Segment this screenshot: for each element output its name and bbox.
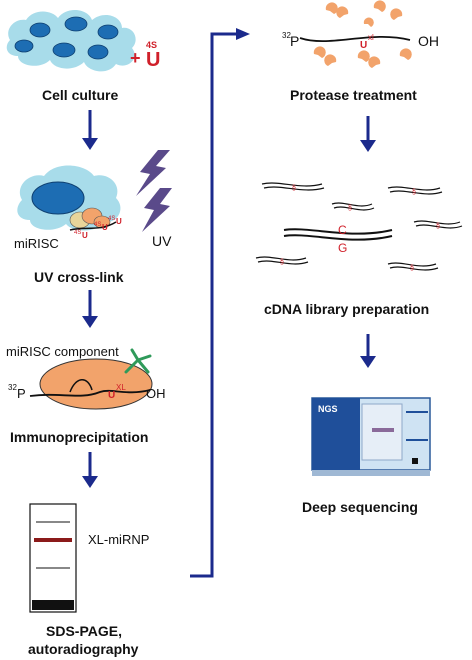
protease-32-sup: 32: [282, 31, 291, 40]
uv-4su-mid-sup: 4S: [94, 222, 101, 228]
arrow-6-head: [360, 356, 376, 368]
gel-band-xl-mirnp: [34, 538, 72, 542]
cdna-c-label: C: [338, 223, 347, 237]
ip-u-label: U: [108, 390, 115, 401]
step-deep-sequencing: Deep sequencing: [302, 499, 418, 515]
uv-4su-left-sup: 4S: [74, 230, 81, 236]
uv-4su-left-u: U: [82, 231, 88, 240]
uv-4su-mid-u: U: [102, 223, 108, 232]
plus-sign: +: [130, 48, 141, 68]
ip-oh-label: OH: [146, 386, 166, 401]
protease-illustration: [299, 0, 412, 68]
uv-lightning-icon: [136, 150, 172, 232]
cdna-red-markers: § § § § § §: [280, 185, 440, 272]
step-cell-culture: Cell culture: [42, 87, 118, 103]
cell-culture-illustration: [6, 9, 136, 72]
connector-arrow-head: [236, 28, 250, 40]
marker-3: §: [412, 189, 416, 196]
ngs-machine-icon: [311, 397, 431, 476]
4su-superscript: 4S: [146, 40, 157, 50]
step-sds-page-line1: SDS-PAGE,: [46, 623, 122, 639]
xl-mirnp-label: XL-miRNP: [88, 532, 149, 547]
uv-cell-illustration: [17, 165, 121, 231]
cdna-g-label: G: [338, 241, 347, 255]
ip-p-label: P: [17, 386, 26, 401]
marker-1: §: [292, 185, 296, 192]
step-uv-crosslink: UV cross-link: [34, 269, 124, 285]
step-sds-page-line2: autoradiography: [28, 641, 139, 657]
connector-arrow: [190, 32, 238, 578]
cdna-fragments: [255, 182, 463, 271]
arrow-1-head: [82, 138, 98, 150]
protease-p-label: P: [290, 33, 299, 49]
mirisc-label: miRISC: [14, 236, 59, 251]
step-immunoprecipitation: Immunoprecipitation: [10, 429, 148, 445]
step-protease: Protease treatment: [290, 87, 417, 103]
uv-4su-right-sup: 4S: [108, 216, 115, 222]
step-cdna: cDNA library preparation: [264, 301, 429, 317]
marker-4: §: [436, 223, 440, 230]
marker-5: §: [280, 259, 284, 266]
protease-oh-label: OH: [418, 33, 439, 49]
marker-6: §: [410, 265, 414, 272]
gel-lane: [29, 503, 77, 613]
protease-xl-label: xl: [368, 33, 374, 42]
uv-label: UV: [152, 233, 172, 249]
ngs-label: NGS: [318, 404, 338, 414]
4su-u-letter: U: [146, 49, 160, 71]
protease-u-label: U: [360, 40, 367, 51]
marker-2: §: [348, 205, 352, 212]
arrow-5-head: [360, 140, 376, 152]
ip-32-sup: 32: [8, 383, 17, 392]
ip-complex-illustration: [29, 348, 153, 410]
arrow-3-head: [82, 476, 98, 488]
mirisc-component-label: miRISC component: [6, 344, 119, 359]
uv-4su-right-u: U: [116, 217, 122, 226]
ip-xl-label: XL: [116, 383, 126, 392]
arrow-2-head: [82, 316, 98, 328]
